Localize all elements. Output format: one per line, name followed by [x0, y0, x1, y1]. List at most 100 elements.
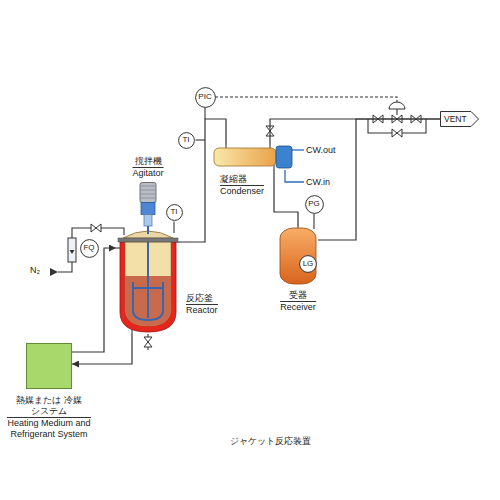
instrument-tag: TI	[170, 208, 177, 216]
pipework	[58, 97, 426, 350]
pipe-line	[72, 334, 132, 364]
label-anchor: N₂	[30, 265, 40, 276]
vent-arrow	[441, 112, 479, 127]
equipment-name: 撹拌機	[132, 156, 163, 168]
instrument-circle	[80, 239, 98, 257]
outline-shape	[278, 226, 318, 286]
nozzle	[273, 165, 274, 170]
figure-caption: ジャケット反応装置	[230, 436, 311, 447]
instrument-stub	[204, 107, 205, 119]
equipment-name: 凝縮器	[220, 174, 264, 186]
shape-group	[214, 144, 292, 170]
bypass-line	[368, 119, 426, 133]
instrument-tag: FQ	[83, 244, 94, 252]
shape-group	[140, 183, 156, 227]
vent-label: VENT	[440, 111, 479, 127]
instrument-circle	[195, 87, 215, 107]
flow-arrow	[50, 268, 58, 276]
stand	[144, 215, 152, 227]
motor-fin	[141, 194, 155, 195]
label-block: 撹拌機Agitator	[132, 156, 163, 179]
outline-shape	[138, 182, 158, 226]
agitator: 撹拌機Agitator	[138, 182, 158, 226]
pipe-line	[274, 170, 298, 226]
motor-fin	[141, 198, 155, 199]
instrument-tag: PG	[308, 200, 320, 208]
nitrogen-line	[58, 262, 72, 272]
label-anchor: CW.in	[306, 177, 330, 188]
bypass-valve	[392, 129, 402, 137]
flange	[118, 238, 178, 242]
shape-group	[441, 112, 479, 127]
instrument-stub	[196, 139, 206, 140]
instrument-circle	[300, 256, 317, 273]
rotameter-float	[70, 250, 75, 254]
agitator-shaft	[147, 226, 149, 234]
utility-label: CW.out	[306, 145, 336, 156]
shape-group	[195, 87, 215, 107]
equipment-name: Agitator	[132, 168, 163, 179]
motor	[140, 183, 156, 203]
pipe-line	[318, 119, 440, 240]
system-box	[27, 344, 72, 389]
instrument-circle	[166, 204, 182, 220]
outline-shape	[212, 144, 292, 170]
motor-fin	[141, 190, 155, 191]
motor-fin	[141, 186, 155, 187]
instrument-tag: TI	[182, 136, 189, 144]
instrument-bubble: TI	[178, 132, 195, 149]
shape-group	[166, 204, 182, 220]
heat-medium-system: 熱媒または 冷媒 システムHeating Medium and Refriger…	[26, 343, 72, 389]
instrument-stub	[173, 222, 174, 234]
water-box	[276, 146, 292, 168]
instrument-bubble: TI	[166, 204, 183, 221]
label-block: 受器Receiver	[280, 290, 316, 313]
label-block: 反応釜Reactor	[186, 293, 218, 316]
instrument-bubble: PIC	[195, 87, 216, 108]
condenser-shell	[214, 148, 276, 166]
drain-valve	[144, 337, 152, 347]
gearbox	[141, 203, 155, 215]
receiver-shell	[280, 228, 316, 284]
pipe-line	[270, 119, 440, 144]
caption-anchor: ジャケット反応装置	[230, 436, 311, 447]
condenser: 凝縮器Condenser	[212, 144, 292, 170]
pipe-line	[72, 248, 116, 352]
equipment-name: 受器	[280, 290, 316, 302]
instrument-bubble: FQ	[80, 239, 99, 258]
shape-group	[305, 195, 323, 213]
valve-stem	[396, 109, 397, 115]
utility-label: CW.in	[306, 177, 330, 188]
shape-group	[300, 256, 317, 273]
shape-group	[280, 226, 316, 284]
shape-group	[80, 239, 98, 257]
label-block: 熱媒または 冷媒 システムHeating Medium and Refriger…	[7, 395, 91, 440]
shape-group	[178, 132, 194, 148]
instrument-bubble: LG	[299, 255, 317, 273]
cw-in-pipe	[285, 170, 304, 182]
instrument-bubble: PG	[305, 195, 324, 214]
vent-outlet: VENT	[440, 111, 479, 127]
shape-group	[27, 344, 72, 389]
reactor-vessel: 反応釜Reactor	[116, 226, 180, 334]
instrument-stub	[313, 214, 314, 230]
instrument-tag: PIC	[198, 93, 211, 101]
outline-shape	[116, 226, 180, 334]
nozzle	[116, 247, 120, 248]
equipment-name: 熱媒または 冷媒 システム	[7, 395, 91, 418]
instrument-circle	[178, 132, 194, 148]
hand-valve	[91, 224, 101, 232]
outline-shape	[26, 343, 72, 389]
valves	[91, 102, 421, 347]
equipment-name: Heating Medium and Refrigerant System	[7, 418, 91, 440]
instrument-circle	[305, 195, 323, 213]
equipment-name: Reactor	[186, 305, 218, 316]
signal-line	[215, 97, 397, 102]
rotameter	[68, 238, 76, 262]
utility-label: N₂	[30, 265, 40, 276]
instrument-tag: LG	[303, 260, 314, 268]
label-anchor: CW.out	[306, 145, 336, 156]
receiver-vessel: LG受器Receiver	[278, 226, 318, 286]
